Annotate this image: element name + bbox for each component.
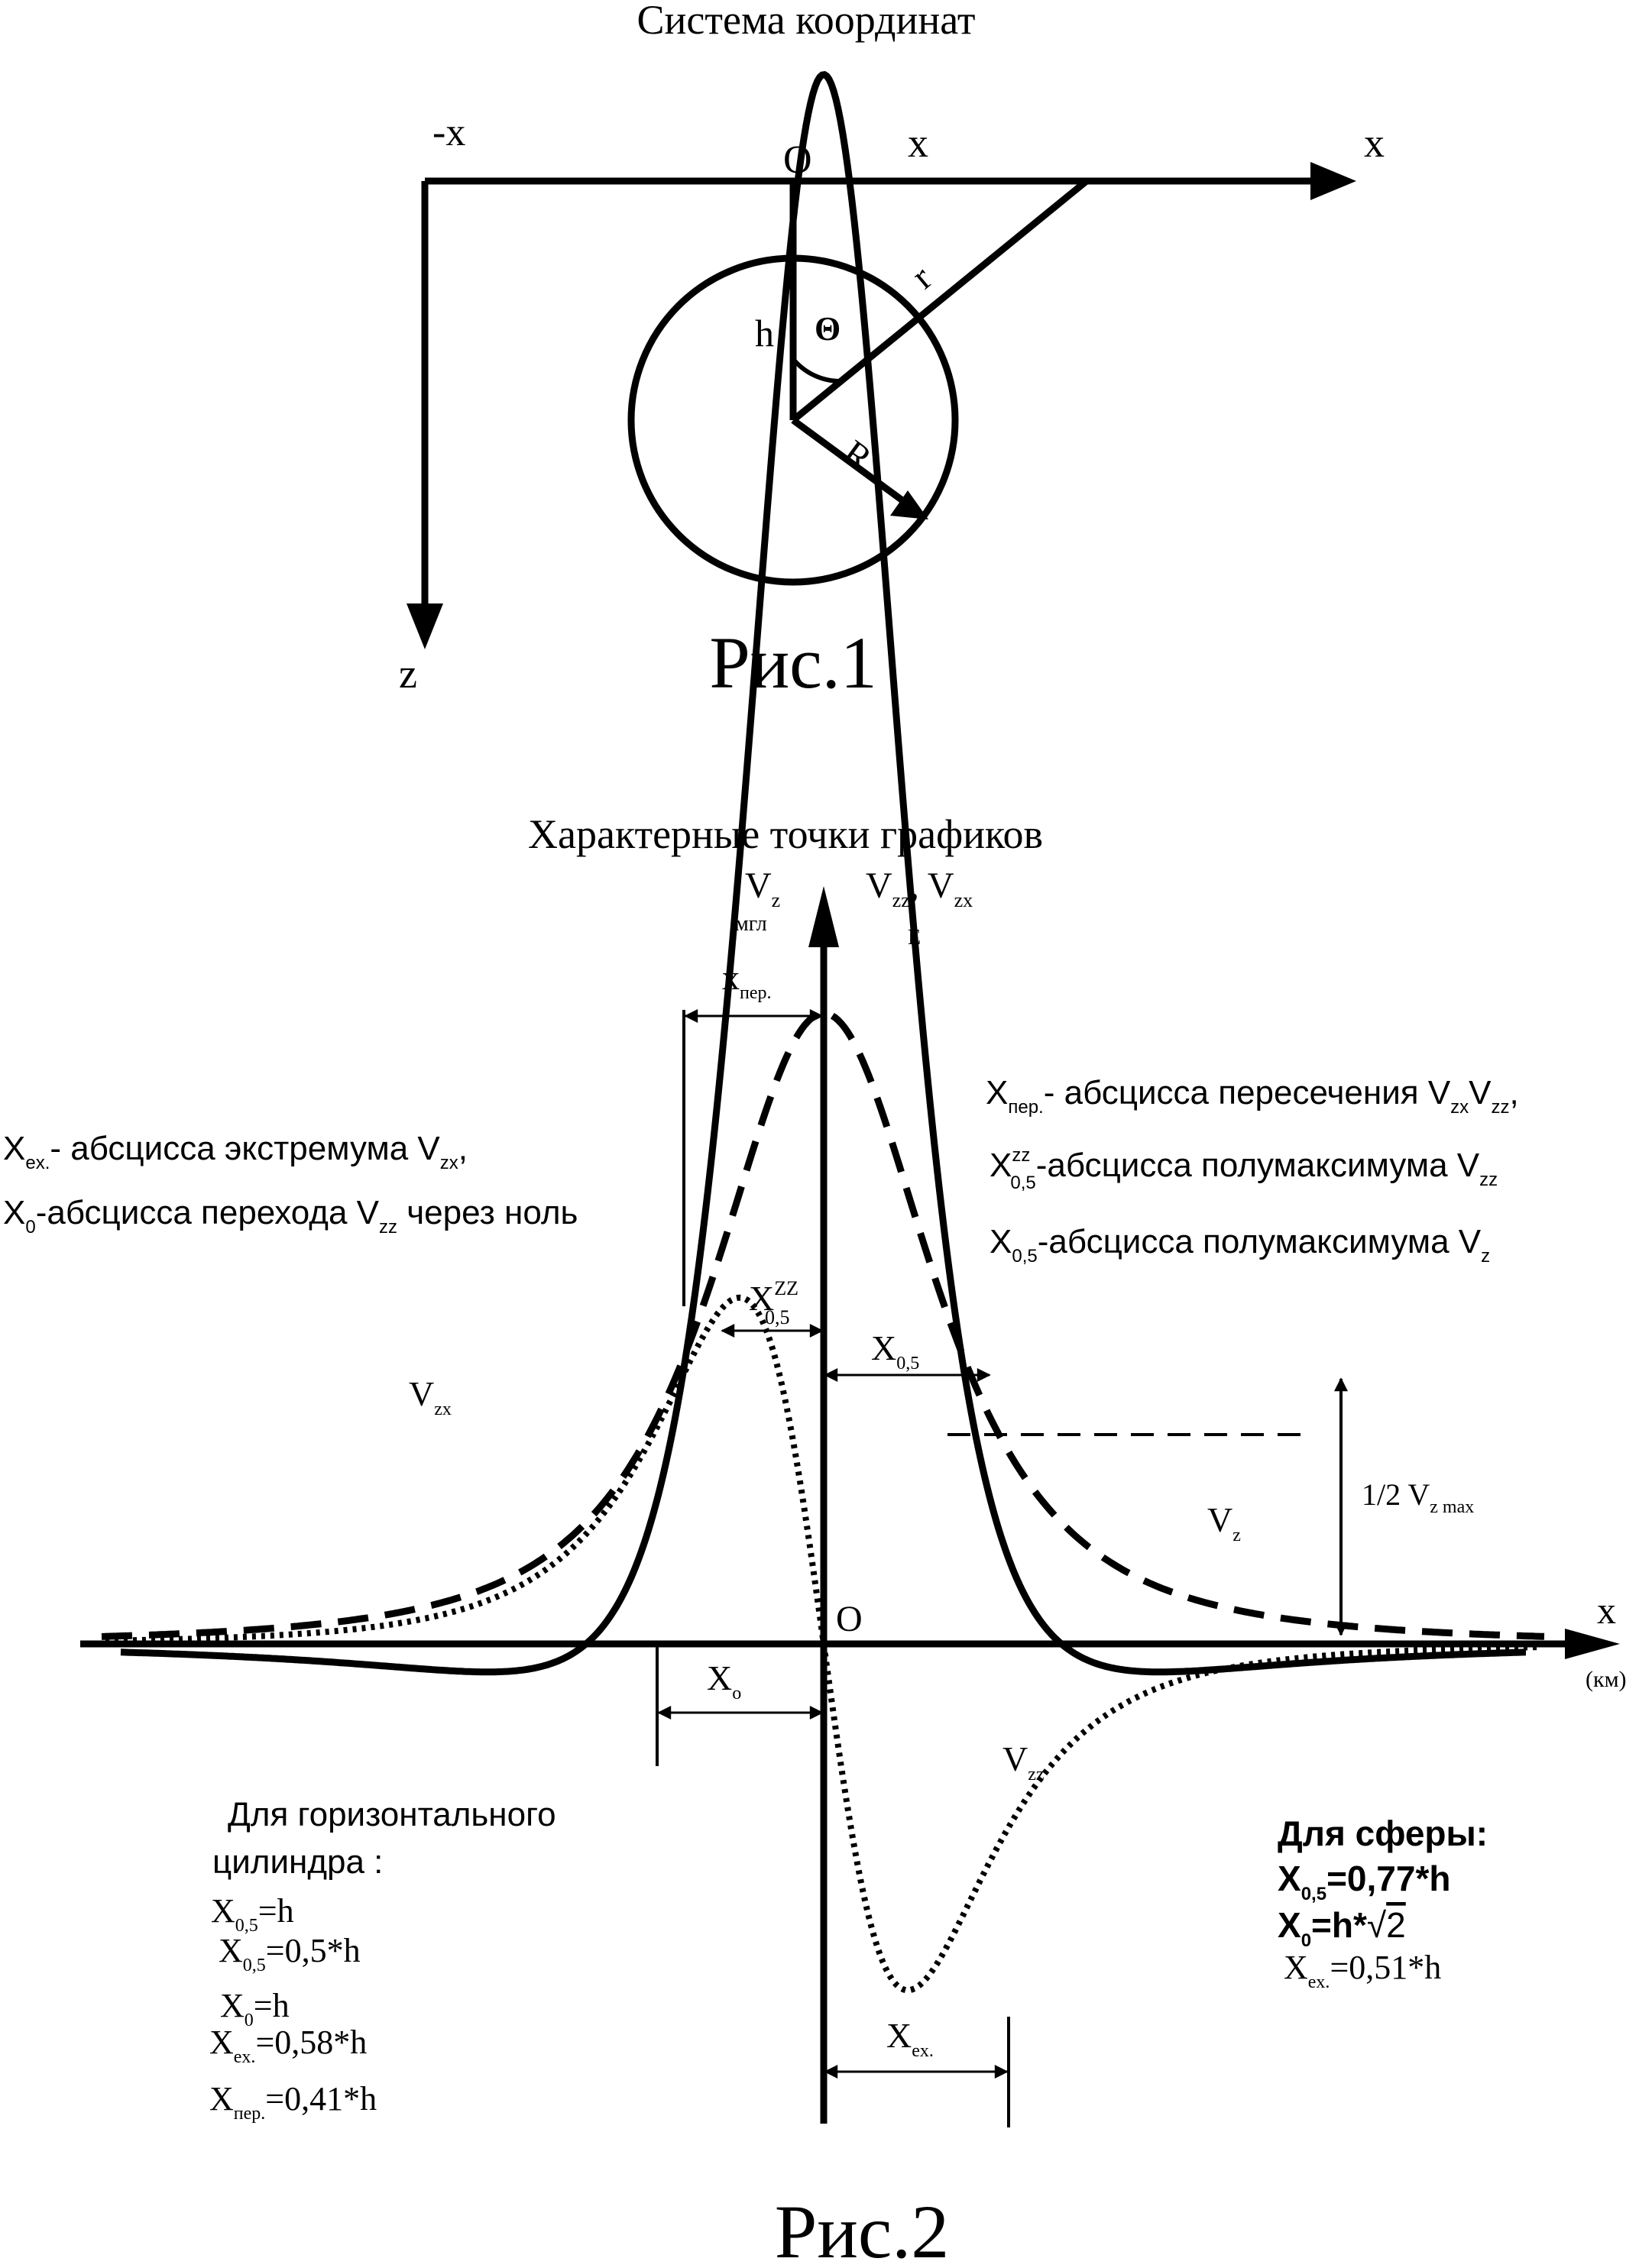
fig2-vertical-axis-arrowhead bbox=[808, 886, 839, 947]
legend-left-x0: X0-абсцисса перехода Vzz через ноль bbox=[3, 1194, 578, 1238]
fig1-radius-line bbox=[791, 417, 908, 506]
x05-label: X0,5 bbox=[871, 1328, 919, 1373]
xex-label: Xex. bbox=[886, 2016, 934, 2061]
fig1-x-axis-label: x bbox=[1364, 120, 1385, 166]
fig2-title: Характерные точки графиков bbox=[528, 811, 1043, 857]
vzx-curve-label: Vzx bbox=[409, 1374, 452, 1419]
cylinder-row-1: X0,5=h bbox=[211, 1892, 294, 1936]
sphere-row-3: Xex.=0,51*h bbox=[1284, 1949, 1441, 1992]
fig2-origin-label: O bbox=[836, 1599, 863, 1639]
vzx-curve bbox=[105, 1294, 1540, 1994]
figure-2: Характерные точки графиков Vz мгл Vzz, V… bbox=[3, 71, 1627, 2268]
cylinder-title-1: Для горизонтального bbox=[228, 1796, 556, 1833]
fig1-neg-x-label: -x bbox=[432, 111, 465, 154]
sphere-block: Для сферы: X0,5=0,77*h X0=h*√2 Xex.=0,51… bbox=[1278, 1813, 1488, 1992]
fig1-r-label: r bbox=[904, 258, 939, 297]
fig1-title: Система координат bbox=[637, 0, 976, 43]
vzz-curve-label: Vzz bbox=[1003, 1739, 1045, 1784]
x0-label: Xo bbox=[707, 1658, 741, 1703]
xper-label: xпер. bbox=[722, 958, 772, 1003]
cylinder-block: Для горизонтального цилиндра : X0,5=h X0… bbox=[209, 1796, 556, 2124]
fig1-theta-arc bbox=[791, 358, 841, 384]
fig1-x-mid-label: x bbox=[908, 120, 928, 166]
vz-curve-label: Vz bbox=[1207, 1500, 1241, 1545]
fig2-left-axis-unit: мгл bbox=[735, 912, 767, 936]
fig1-caption: Рис.1 bbox=[709, 622, 876, 704]
half-vz-max-label: 1/2 Vz max bbox=[1362, 1477, 1474, 1517]
legend-right-x05: X0,5-абсцисса полумаксимума Vz bbox=[990, 1223, 1490, 1267]
vzz-curve bbox=[120, 71, 1526, 1676]
fig2-x-unit: (км) bbox=[1586, 1667, 1627, 1692]
fig1-theta-label: Θ bbox=[815, 310, 841, 348]
vz-curve bbox=[101, 1009, 1545, 1640]
cylinder-title-2: цилиндра : bbox=[212, 1843, 383, 1881]
fig1-radius-arrowhead bbox=[890, 490, 928, 519]
legend-right-xper: Xпер.- абсцисса пересечения VzxVzz, bbox=[986, 1074, 1519, 1118]
fig1-r-line bbox=[791, 178, 1089, 423]
cylinder-row-5: Xпер.=0,41*h bbox=[209, 2080, 377, 2124]
fig1-x-axis-arrowhead bbox=[1310, 162, 1356, 200]
fig2-right-axis-label: Vzz, Vzx bbox=[866, 865, 973, 911]
fig2-left-axis-label: Vz bbox=[745, 865, 780, 911]
fig1-h-label: h bbox=[755, 312, 774, 354]
figure-1: Система координат -x O x x z h Θ r R Рис… bbox=[399, 0, 1385, 704]
sphere-title: Для сферы: bbox=[1278, 1813, 1488, 1853]
fig2-x-axis-arrowhead bbox=[1565, 1629, 1620, 1659]
cylinder-row-4: Xex.=0,58*h bbox=[209, 2024, 367, 2067]
cylinder-row-2: X0,5=0,5*h bbox=[219, 1932, 361, 1975]
fig2-x-axis-label: x bbox=[1597, 1589, 1616, 1632]
legend-left: Xex.- абсцисса экстремума Vzx, X0-абсцис… bbox=[3, 1130, 578, 1238]
sphere-row-1: X0,5=0,77*h bbox=[1278, 1859, 1450, 1904]
legend-left-xex: Xex.- абсцисса экстремума Vzx, bbox=[3, 1130, 468, 1173]
fig2-caption: Рис.2 bbox=[775, 2189, 950, 2268]
fig1-z-axis-arrowhead bbox=[407, 603, 443, 649]
fig1-z-axis-label: z bbox=[399, 651, 417, 697]
cylinder-row-3: X0=h bbox=[220, 1987, 290, 2030]
sphere-row-2: X0=h*√2 bbox=[1278, 1905, 1406, 1951]
